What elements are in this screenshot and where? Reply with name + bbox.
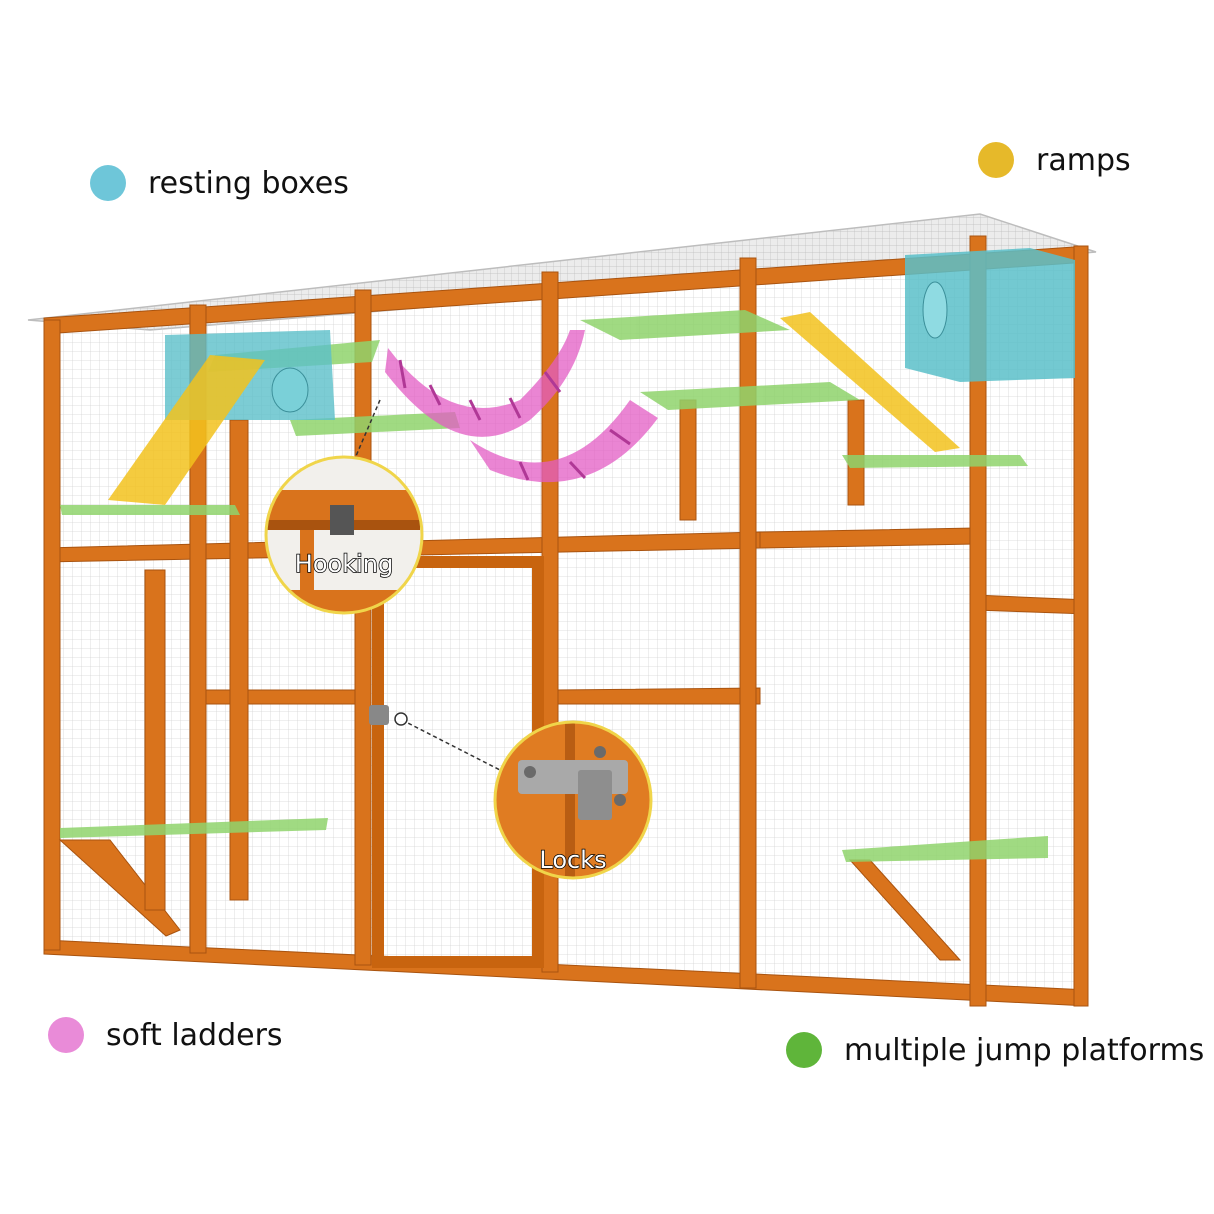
jump-platforms <box>60 310 1048 862</box>
jump-platforms-swatch <box>786 1032 822 1068</box>
soft-ladders-swatch <box>48 1017 84 1053</box>
resting-boxes-label: resting boxes <box>148 165 349 201</box>
hooking-callout: Hooking <box>264 399 424 615</box>
jump-platforms-label: multiple jump platforms <box>844 1032 1205 1068</box>
legend-soft-ladders: soft ladders <box>48 1017 283 1053</box>
ramps <box>108 312 960 505</box>
locks-label: Locks <box>539 846 606 874</box>
legend-jump-platforms: multiple jump platforms <box>786 1032 1204 1068</box>
wood-frame <box>43 235 1089 1007</box>
soft-ladders <box>385 330 658 483</box>
soft-ladders-label: soft ladders <box>106 1017 283 1053</box>
mesh-walls <box>48 260 1080 1000</box>
locks-callout: Locks <box>369 705 653 880</box>
resting-boxes-swatch <box>90 165 126 201</box>
legend-ramps: ramps <box>978 142 1131 178</box>
ramps-label: ramps <box>1036 142 1131 178</box>
legend-resting-boxes: resting boxes <box>90 165 349 201</box>
hooking-label: Hooking <box>295 550 393 578</box>
ramps-swatch <box>978 142 1014 178</box>
